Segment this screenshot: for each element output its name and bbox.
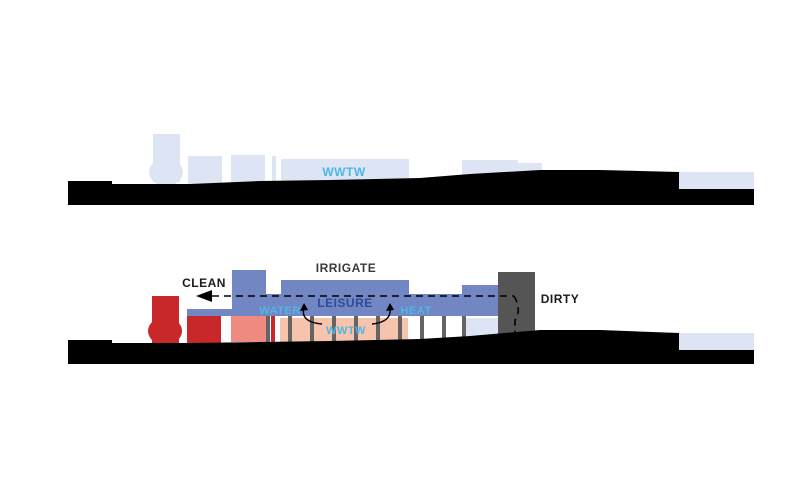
top-building-chimney [272, 156, 276, 182]
red-chimney [148, 296, 182, 345]
top-building-wwtw [281, 159, 409, 181]
support-column [332, 316, 336, 342]
top-ground [68, 170, 754, 205]
water-cycle-arrow-head [300, 303, 308, 311]
red-chimney-base [148, 317, 182, 345]
bottom-wwtw-label: WWTW [326, 325, 366, 337]
bottom-ground [68, 330, 754, 364]
flow-tower-curve [513, 295, 520, 334]
top-building-block-2 [231, 155, 265, 183]
water-label: WATER [259, 305, 300, 317]
support-column [310, 316, 314, 342]
bottom-water-basin [679, 333, 754, 350]
clean-label: CLEAN [182, 276, 226, 290]
top-existing-buildings [149, 134, 754, 190]
irrigate-label: IRRIGATE [316, 261, 376, 275]
support-column [376, 316, 380, 342]
heat-label: HEAT [400, 305, 431, 317]
canopy-main-deck [232, 294, 498, 316]
support-columns [266, 316, 466, 342]
clean-arrow-head [196, 290, 212, 302]
canopy-west-ledge [187, 309, 233, 316]
bottom-section: IRRIGATE CLEAN DIRTY LEISURE WATER HEAT … [68, 261, 754, 364]
salmon-chimney [271, 316, 275, 342]
support-column [462, 316, 466, 337]
heat-cycle-arrow-head [386, 303, 394, 311]
support-column [442, 316, 446, 338]
canopy-structure [187, 270, 498, 316]
top-building-east-1 [462, 160, 518, 176]
top-section: WWTW [68, 134, 754, 205]
top-wwtw-label: WWTW [322, 165, 365, 179]
red-building [187, 313, 221, 343]
salmon-building [231, 316, 269, 342]
canopy-central-roof [281, 280, 409, 296]
dirty-tower [498, 272, 535, 335]
peach-wwtw-block [280, 318, 408, 342]
dirty-label: DIRTY [541, 292, 580, 306]
support-column [266, 316, 270, 342]
leisure-label: LEISURE [317, 296, 373, 310]
support-column [420, 316, 424, 340]
top-building-tower-base [149, 158, 183, 186]
top-water-basin [679, 172, 754, 190]
top-building-block-1 [188, 156, 222, 184]
support-column [398, 316, 402, 341]
top-building-east-2 [518, 163, 542, 173]
support-column [288, 316, 292, 342]
support-column [354, 316, 358, 342]
